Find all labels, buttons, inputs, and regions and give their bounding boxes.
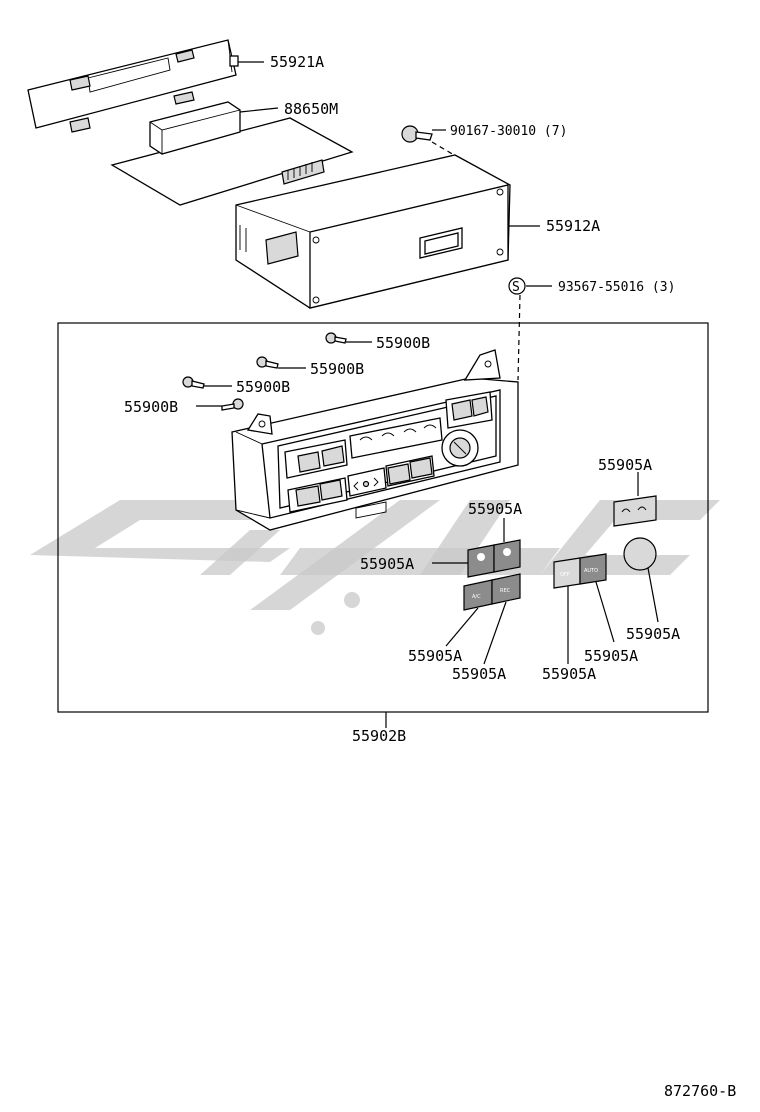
label-55900B-1: 55900B [376, 334, 430, 352]
assembly-frame-55902B [57, 322, 709, 713]
label-55905A-7: 55905A [542, 665, 596, 683]
button-55905A-off-auto: OFF AUTO [553, 553, 607, 589]
label-55905A-4: 55905A [360, 555, 414, 573]
label-55905A-1: 55905A [598, 456, 652, 474]
label-55902B: 55902B [352, 727, 406, 745]
part-90167-screw [401, 125, 433, 143]
label-55905A-5: 55905A [408, 647, 462, 665]
button-auto [579, 553, 607, 585]
svg-text:REC: REC [500, 588, 511, 594]
part-88650M-amplifier [110, 101, 354, 206]
button-55905A-round [623, 537, 657, 571]
label-90167: 90167-30010 (7) [450, 124, 567, 139]
s-marker-circle [508, 277, 526, 295]
label-55900B-2: 55900B [310, 360, 364, 378]
label-55921A: 55921A [270, 53, 324, 71]
drawing-number: 872760-B [664, 1082, 736, 1100]
s-marker-label: S [512, 280, 520, 295]
label-55900B-3: 55900B [236, 378, 290, 396]
svg-text:OFF: OFF [560, 572, 570, 578]
button-55905A-ac-rec: A/C REC [463, 573, 521, 611]
label-55905A-6: 55905A [452, 665, 506, 683]
label-55900B-4: 55900B [124, 398, 178, 416]
label-55905A-2: 55905A [626, 625, 680, 643]
button-55905A-top-right [613, 495, 657, 527]
screw-55900B-4 [221, 398, 244, 411]
label-88650M: 88650M [284, 100, 338, 118]
svg-text:A/C: A/C [472, 594, 481, 600]
label-55912A: 55912A [546, 217, 600, 235]
label-55905A-8: 55905A [584, 647, 638, 665]
svg-text:AUTO: AUTO [584, 568, 598, 574]
part-55921A-cover [27, 39, 239, 133]
label-93567: 93567-55016 (3) [558, 280, 675, 295]
screw-55900B-2 [256, 356, 279, 369]
label-55905A-3: 55905A [468, 500, 522, 518]
climate-control-panel [231, 349, 519, 531]
button-55905A-pair-upper [467, 539, 521, 578]
button-recirc [491, 573, 521, 605]
part-55912A-housing [235, 154, 511, 309]
screw-55900B-3 [182, 376, 205, 389]
screw-55900B-1 [325, 332, 347, 344]
